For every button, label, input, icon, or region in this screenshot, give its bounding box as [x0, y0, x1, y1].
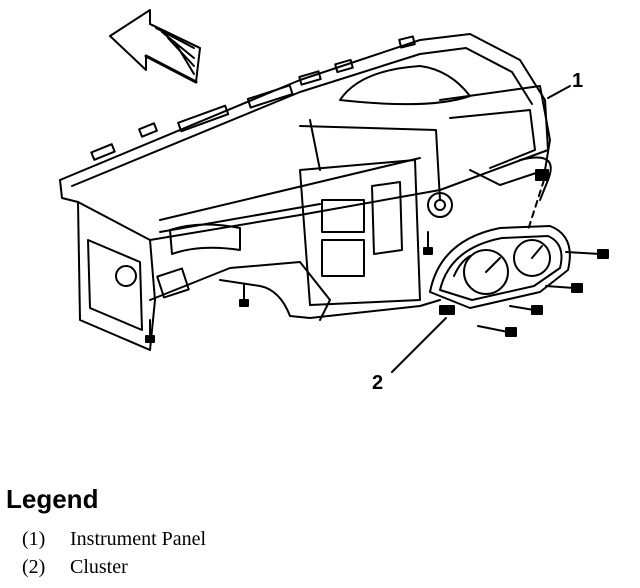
legend-item-label: Instrument Panel	[70, 527, 207, 550]
instrument-panel-drawing	[59, 33, 552, 351]
legend: Legend (1) Instrument Panel (2) Cluster	[6, 484, 626, 581]
legend-item-number: (1)	[22, 527, 46, 550]
callout-2-leader	[391, 317, 447, 373]
legend-title: Legend	[6, 484, 99, 514]
forward-arrow-icon	[109, 9, 201, 84]
fastener-icon	[145, 231, 433, 343]
instrument-panel-diagram	[59, 9, 609, 373]
legend-item-label: Cluster	[70, 555, 128, 578]
callout-2-label: 2	[372, 372, 384, 394]
screw-icon	[477, 249, 609, 337]
legend-item-instrument-panel: (1) Instrument Panel	[6, 525, 626, 553]
cluster-drawing	[429, 179, 609, 337]
legend-item-number: (2)	[22, 555, 46, 578]
callout-1-label: 1	[572, 70, 584, 92]
legend-item-cluster: (2) Cluster	[6, 553, 626, 581]
callout-1-leader	[547, 85, 571, 99]
